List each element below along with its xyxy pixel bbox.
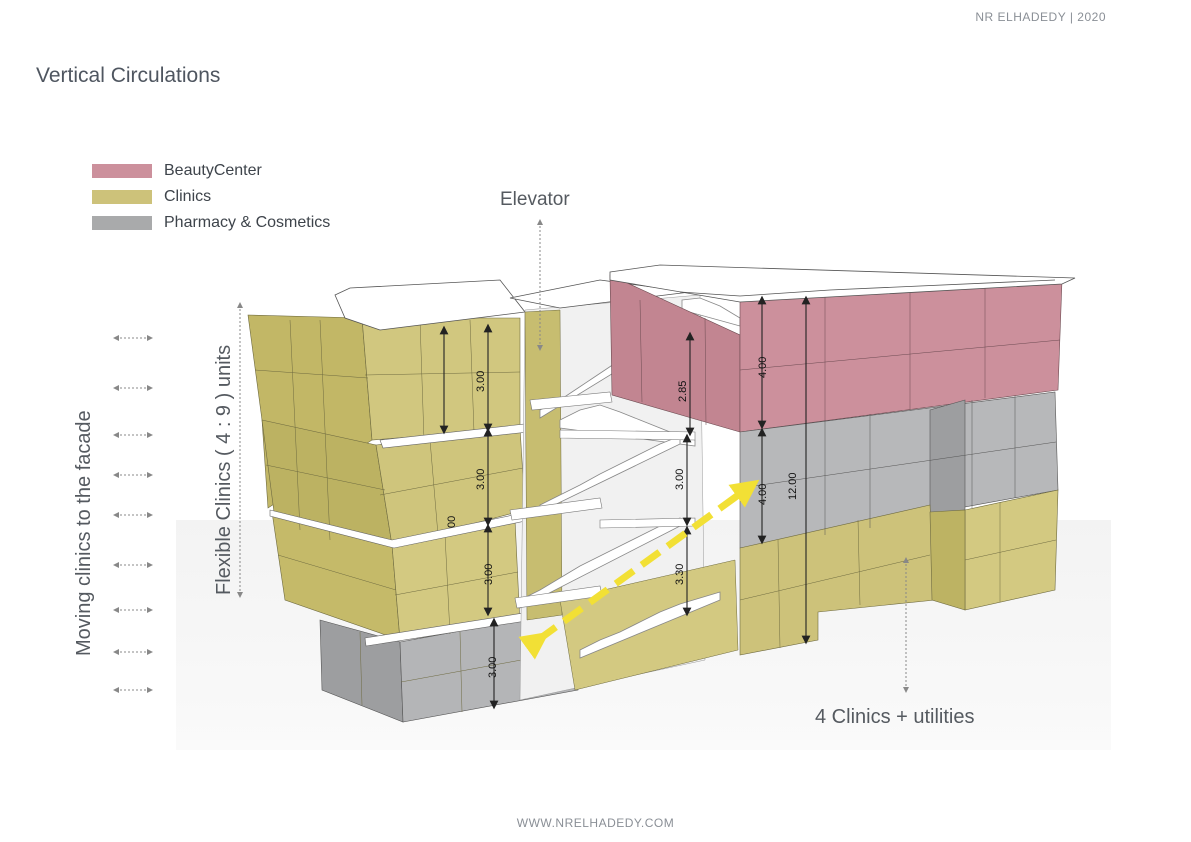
legend-label: Pharmacy & Cosmetics: [164, 214, 331, 231]
moving-clinics-label: Moving clinics to the facade: [73, 410, 95, 656]
roof-right: [609, 264, 1076, 303]
clinics-utilities-label: 4 Clinics + utilities: [815, 706, 975, 728]
dimension-label: 3.00: [483, 564, 495, 585]
header-brand: NR ELHADEDY | 2020: [975, 10, 1106, 24]
dimension-label: 3.00: [475, 469, 487, 490]
legend-item-pharmacy: Pharmacy & Cosmetics: [92, 210, 330, 236]
right-wing-grid-beauty: [639, 285, 1061, 426]
dimension-label: 2.85: [677, 381, 689, 402]
legend-swatch-pharmacy: [92, 216, 152, 230]
dimension-label: 3.00: [487, 657, 499, 678]
dimension-label: 12.00: [787, 472, 799, 500]
page-title: Vertical Circulations: [36, 64, 221, 87]
dimension-label: 4.00: [757, 484, 769, 505]
floor-slab: [599, 517, 696, 529]
pharmacy-block-right-tower-side: [929, 399, 966, 516]
elevator-shaft: [524, 309, 563, 621]
dimension-label: 00: [446, 516, 458, 528]
floor-slab: [559, 429, 696, 441]
roof-parapet: [679, 279, 1056, 297]
right-wing-grid-clinics: [739, 502, 1057, 649]
legend: BeautyCenter Clinics Pharmacy & Cosmetic…: [92, 158, 330, 236]
legend-item-beauty-center: BeautyCenter: [92, 158, 330, 184]
facade-arrows: [113, 335, 153, 693]
legend-swatch-beauty-center: [92, 164, 152, 178]
dimension-label: 4.00: [757, 357, 769, 378]
right-wing: [609, 264, 1076, 656]
dimension-label: 3.30: [674, 564, 686, 585]
dimension-label: 3.00: [674, 469, 686, 490]
clinic-block-right-tower-side: [929, 509, 966, 611]
clinic-block-left-upper-front: [361, 317, 521, 441]
circulation-arrow: [518, 479, 760, 660]
footer-url: WWW.NRELHADEDY.COM: [516, 816, 675, 830]
dimension-label: 3.00: [475, 371, 487, 392]
legend-label: BeautyCenter: [164, 162, 262, 179]
legend-swatch-clinics: [92, 190, 152, 204]
flexible-clinics-label: Flexible Clinics ( 4 : 9 ) units: [213, 345, 235, 595]
legend-item-clinics: Clinics: [92, 184, 330, 210]
right-wing-grid-pharmacy: [739, 396, 1057, 535]
elevator-label: Elevator: [500, 189, 570, 210]
landing: [529, 391, 613, 411]
legend-label: Clinics: [164, 188, 212, 205]
